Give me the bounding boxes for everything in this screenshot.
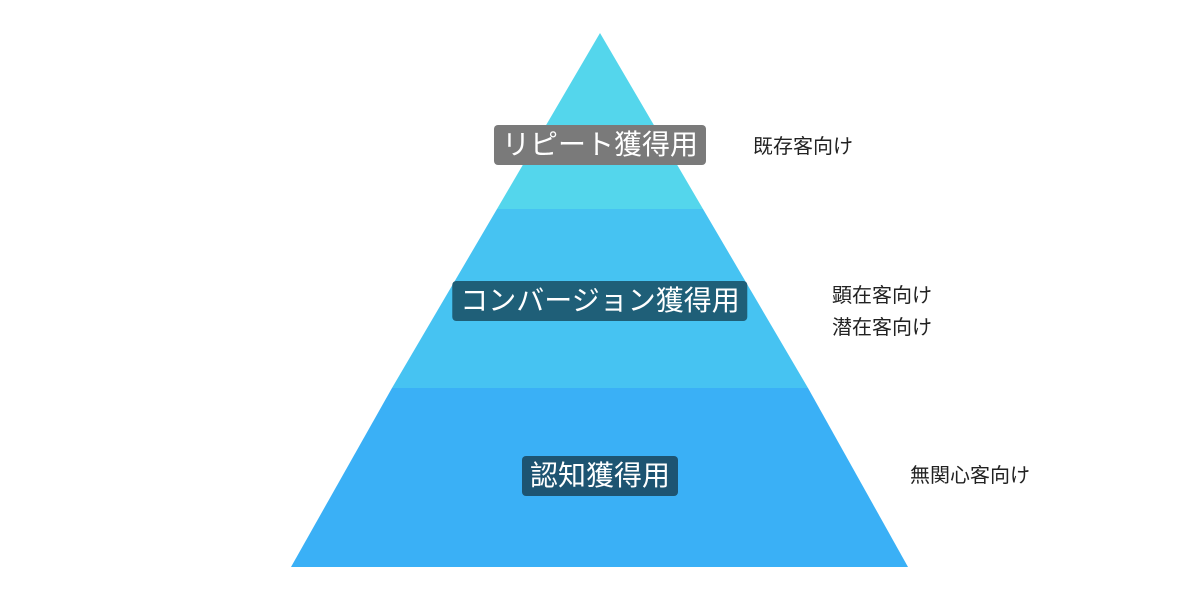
tier-label-conversion: コンバージョン獲得用: [452, 281, 748, 321]
audience-note-repeat: 既存客向け: [753, 130, 853, 162]
audience-manifest-customers: 顕在客向け: [832, 283, 932, 307]
audience-indifferent-customers: 無関心客向け: [910, 463, 1030, 487]
pyramid-tier-top: [497, 33, 703, 209]
tier-label-awareness: 認知獲得用: [521, 456, 679, 496]
audience-note-awareness: 無関心客向け: [910, 459, 1030, 491]
audience-latent-customers: 潜在客向け: [832, 315, 932, 339]
audience-existing-customers: 既存客向け: [753, 134, 853, 158]
tier-label-repeat: リピート獲得用: [493, 125, 707, 165]
audience-note-conversion: 顕在客向け 潜在客向け: [832, 279, 932, 343]
